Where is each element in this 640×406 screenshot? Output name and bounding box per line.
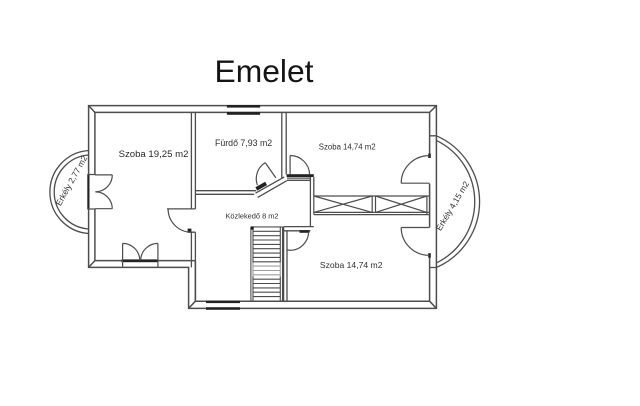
svg-text:Szoba 19,25 m2: Szoba 19,25 m2 <box>119 149 189 160</box>
svg-text:Erkély 2,77 m2: Erkély 2,77 m2 <box>53 153 89 207</box>
svg-text:Szoba 14,74 m2: Szoba 14,74 m2 <box>319 142 376 151</box>
svg-text:Fürdő 7,93 m2: Fürdő 7,93 m2 <box>215 138 272 148</box>
svg-text:Szoba 14,74 m2: Szoba 14,74 m2 <box>320 260 383 270</box>
svg-text:Emelet: Emelet <box>215 53 314 89</box>
svg-text:Erkély 4,15 m2: Erkély 4,15 m2 <box>434 179 472 232</box>
svg-text:Közlekedő 8 m2: Közlekedő 8 m2 <box>226 212 279 221</box>
